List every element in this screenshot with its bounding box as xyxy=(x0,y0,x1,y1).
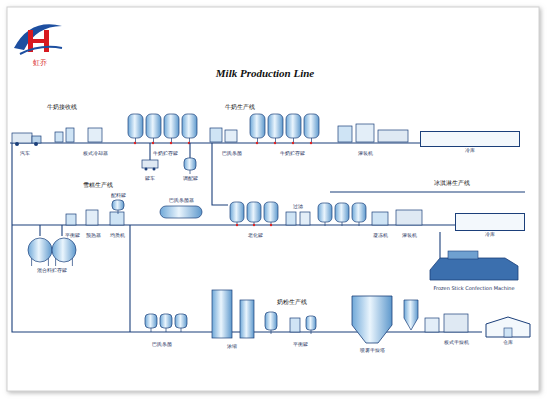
logo-text: 虹乔 xyxy=(33,60,47,67)
equipment-label: 牛奶贮存罐 xyxy=(280,151,305,156)
equipment-label: 过滤 xyxy=(293,204,303,209)
cold-storage: 冷库 xyxy=(420,131,520,147)
section-label: 牛奶生产线 xyxy=(225,104,255,110)
cold-storage: 冷库 xyxy=(455,213,525,231)
warehouse: 仓库 xyxy=(485,316,531,338)
diagram-title: Milk Production Line xyxy=(216,67,314,79)
equipment-label: 巴氏杀菌器 xyxy=(169,198,194,203)
equipment-label: 平衡罐 xyxy=(65,233,80,238)
equipment-label: 平衡罐 xyxy=(293,342,308,347)
equipment-label: 板式冷却器 xyxy=(83,151,108,156)
equipment-label: 巴氏杀菌 xyxy=(152,342,172,347)
node-label: 仓库 xyxy=(503,340,513,345)
equipment-label: 板式干燥机 xyxy=(444,340,469,345)
equipment-label: 老化罐 xyxy=(248,233,263,238)
equipment-label: 灌装机 xyxy=(402,233,417,238)
equipment-label: 牛奶贮存罐 xyxy=(153,151,178,156)
node-label: 冷库 xyxy=(485,232,495,237)
equipment-label: 罐车 xyxy=(145,176,155,181)
section-label: 冰淇淋生产线 xyxy=(434,180,470,186)
equipment-label: 灌装机 xyxy=(358,151,373,156)
equipment-label: 巴氏杀菌 xyxy=(222,151,242,156)
equipment-label: 汽车 xyxy=(20,151,30,156)
equipment-label: 浓缩 xyxy=(227,344,237,349)
equipment-label: 调配罐 xyxy=(183,176,198,181)
section-label: 牛奶接收线 xyxy=(47,104,77,110)
section-label: 奶粉生产线 xyxy=(277,299,307,305)
section-label: 雪糕生产线 xyxy=(83,182,113,188)
equipment-label: 喷雾干燥塔 xyxy=(360,348,385,353)
equipment-label: 凝冻机 xyxy=(373,233,388,238)
warehouse-outline xyxy=(485,316,531,338)
equipment-label: 混合料贮存罐 xyxy=(37,268,67,273)
equipment-label: 配料罐 xyxy=(111,193,126,198)
equipment-label: Frozen Stick Confection Machine xyxy=(433,286,514,291)
equipment-label: 均质机 xyxy=(110,233,125,238)
equipment-label: 预热器 xyxy=(86,233,101,238)
node-label: 冷库 xyxy=(465,148,475,153)
